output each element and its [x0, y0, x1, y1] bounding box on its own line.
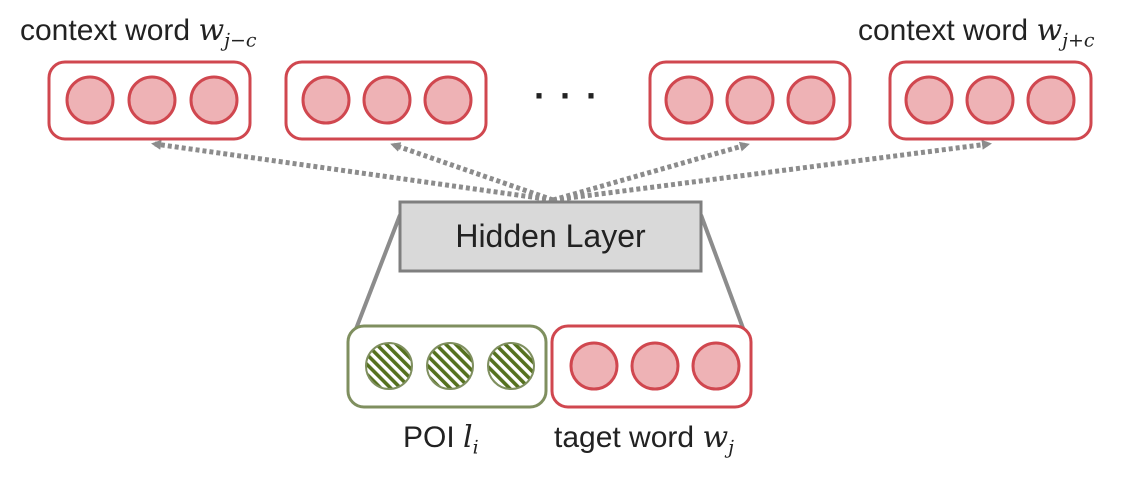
neuron: [1026, 75, 1076, 125]
arrow-to-context-3: [552, 141, 750, 203]
arrow-to-context-4: [552, 139, 992, 203]
neuron: [725, 75, 775, 125]
target-word-symbol: wj: [702, 420, 734, 458]
poi-neuron: [426, 342, 474, 390]
context-word-right-text: context word: [858, 14, 1029, 47]
output-arrows: [151, 139, 992, 203]
poi-neuron: [365, 342, 413, 390]
poi-text: POI: [403, 421, 455, 454]
context-word-right-label: context word wj+c: [858, 16, 1095, 51]
neuron: [127, 75, 177, 125]
context-word-right-var: w: [1036, 13, 1063, 48]
target-word-var: w: [702, 420, 729, 455]
target-word-sub: j: [728, 436, 735, 459]
poi-sub: i: [472, 436, 479, 459]
neuron: [664, 75, 714, 125]
context-word-vector-1: [47, 60, 252, 141]
context-word-right-sub: j+c: [1062, 29, 1095, 52]
neuron: [786, 75, 836, 125]
context-word-left-var: w: [198, 13, 225, 48]
ellipsis: · · ·: [534, 75, 600, 116]
neuron: [569, 341, 619, 391]
hidden-layer-box: [398, 200, 703, 273]
input-projection-lines: [347, 214, 752, 348]
context-word-left-symbol: wj−c: [198, 13, 256, 51]
target-word-text: taget word: [554, 421, 695, 454]
neuron: [965, 75, 1015, 125]
neuron: [423, 75, 473, 125]
neuron: [65, 75, 115, 125]
target-word-vector: [550, 324, 753, 409]
neuron: [630, 341, 680, 391]
context-word-vector-4: [888, 60, 1093, 141]
projection-line-left: [347, 214, 402, 348]
context-word-vector-3: [648, 60, 852, 141]
poi-label: POI li: [403, 423, 479, 458]
hidden-layer-label: Hidden Layer: [455, 218, 646, 254]
poi-neuron: [487, 342, 535, 390]
projection-line-right: [699, 214, 752, 348]
context-word-left-label: context word wj−c: [20, 16, 257, 51]
neuron: [691, 341, 741, 391]
neuron: [362, 75, 412, 125]
target-word-label: taget word wj: [554, 423, 734, 458]
poi-symbol: li: [463, 420, 479, 458]
context-word-left-text: context word: [20, 14, 191, 47]
poi-var: l: [463, 420, 473, 455]
neuron: [301, 75, 351, 125]
arrow-to-context-1: [151, 139, 554, 203]
arrow-to-context-2: [390, 142, 554, 203]
neuron: [189, 75, 239, 125]
context-word-left-sub: j−c: [224, 29, 257, 52]
context-word-vector-2: [284, 60, 488, 141]
poi-vector: [346, 324, 548, 409]
context-word-right-symbol: wj+c: [1036, 13, 1094, 51]
neuron: [904, 75, 954, 125]
